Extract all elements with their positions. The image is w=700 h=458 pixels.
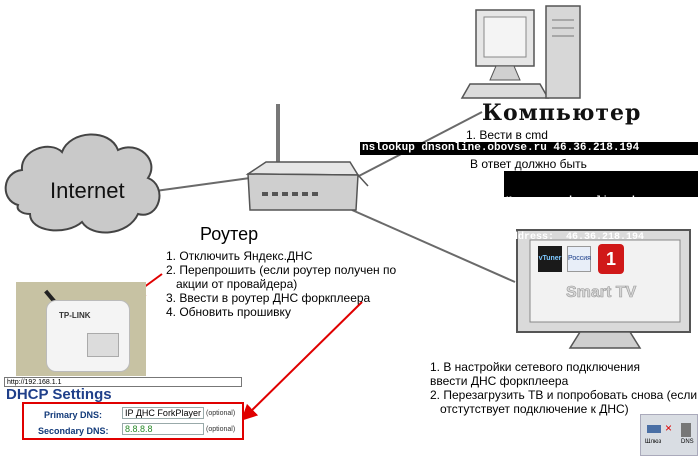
network-status-panel: Шлюз × DNS [640, 414, 698, 456]
computer-icon [460, 5, 581, 99]
channel-one-tile[interactable]: 1 [598, 244, 624, 274]
dhcp-dns-box: Primary DNS: IP ДНС ForkPlayer (optional… [22, 402, 244, 440]
russia-tile[interactable]: Россия [567, 246, 591, 272]
tv-steps: 1. В настройки сетевого подключения ввес… [430, 360, 697, 416]
router-photo: TP-LINK [16, 282, 146, 376]
internet-label: Internet [50, 178, 125, 203]
primary-dns-label: Primary DNS: [44, 410, 103, 420]
cmd-command: nslookup dnsonline.obovse.ru 46.36.218.1… [360, 142, 698, 155]
computer-step-1: 1. Вести в cmd [466, 128, 548, 142]
disconnected-x-icon: × [665, 421, 673, 435]
answer-line-name: Имя : dnsonline.obovse.ru [506, 196, 681, 207]
answer-caption: В ответ должно быть [470, 157, 587, 171]
tv-step-1b: ввести ДНС форкплеера [430, 374, 569, 388]
secondary-dns-label: Secondary DNS: [38, 426, 109, 436]
router-step-2: 2. Перепрошить (если роутер получен по [166, 263, 397, 277]
router-step-1: 1. Отключить Яндекс.ДНС [166, 249, 313, 263]
router-brand: TP-LINK [59, 311, 91, 320]
router-body: TP-LINK [46, 300, 130, 372]
gateway-caption: Шлюз [645, 439, 662, 445]
primary-dns-hint: (optional) [206, 410, 236, 417]
internet-cloud-icon [4, 133, 161, 234]
router-label: Роутер [200, 224, 259, 244]
router-icon [245, 104, 369, 211]
answer-line-address: Address: 46.36.218.194 [506, 232, 645, 243]
dhcp-settings-title: DHCP Settings [6, 386, 112, 403]
router-steps: 1. Отключить Яндекс.ДНС 2. Перепрошить (… [166, 249, 396, 319]
router-step-2b: акции от провайдера) [166, 277, 298, 291]
router-panel [87, 333, 119, 357]
router-step-3: 3. Ввести в роутер ДНС форкплеера [166, 291, 371, 305]
computer-label: Компьютер [482, 100, 642, 126]
secondary-dns-hint: (optional) [206, 426, 236, 433]
smart-tv-label: Smart TV [566, 284, 637, 302]
router-step-4: 4. Обновить прошивку [166, 305, 291, 319]
router-tv-line [351, 209, 516, 283]
vtuner-tile[interactable]: vTuner [538, 246, 562, 272]
tv-step-2b: отстутствует подключение к ДНС) [430, 402, 629, 416]
dns-server-icon [681, 423, 691, 437]
gateway-icon [647, 425, 661, 433]
dns-caption: DNS [681, 439, 694, 445]
primary-dns-input[interactable]: IP ДНС ForkPlayer [122, 407, 204, 419]
red-arrow-dhcp [241, 301, 363, 421]
internet-router-line [147, 177, 251, 193]
secondary-dns-input[interactable]: 8.8.8.8 [122, 423, 204, 435]
nslookup-answer: Имя : dnsonline.obovse.ru Address: 46.36… [504, 171, 698, 243]
tv-step-2: 2. Перезагрузить ТВ и попробовать снова … [430, 388, 698, 402]
tv-step-1: 1. В настройки сетевого подключения [430, 360, 640, 374]
router-url-bar[interactable]: http://192.168.1.1 [4, 377, 242, 387]
